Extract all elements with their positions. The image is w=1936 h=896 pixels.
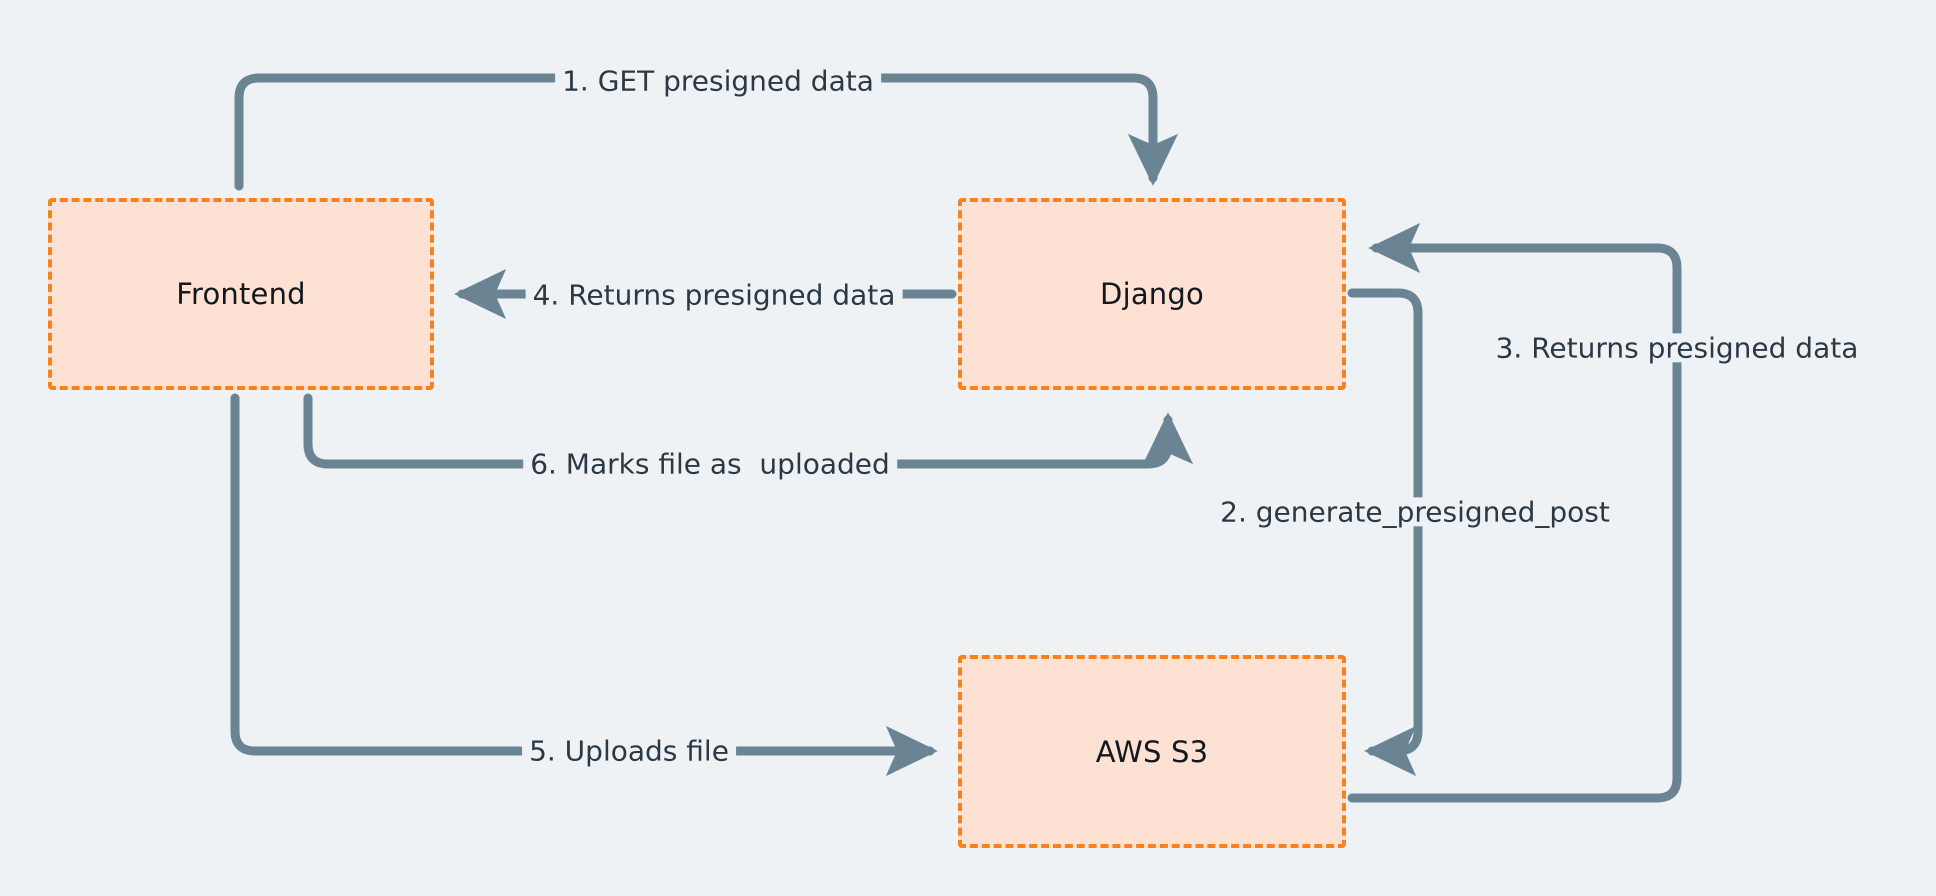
node-django[interactable]: Django [958,198,1346,390]
node-frontend[interactable]: Frontend [48,198,434,390]
node-aws-s3[interactable]: AWS S3 [958,655,1346,848]
edge-path-5 [230,393,938,777]
node-django-label: Django [1100,277,1204,311]
edge-label-5: 5. Uploads file [522,736,736,766]
edge-path-3 [1347,222,1682,803]
node-aws-s3-label: AWS S3 [1095,734,1209,769]
node-frontend-label: Frontend [176,277,306,311]
edge-label-3: 3. Returns presigned data [1488,333,1866,363]
edge-label-2: 2. generate_presigned_post [1213,497,1617,527]
edge-label-6: 6. Marks file as uploaded [523,449,897,479]
edge-label-1: 1. GET presigned data [555,66,881,96]
edge-label-4: 4. Returns presigned data [525,280,903,310]
